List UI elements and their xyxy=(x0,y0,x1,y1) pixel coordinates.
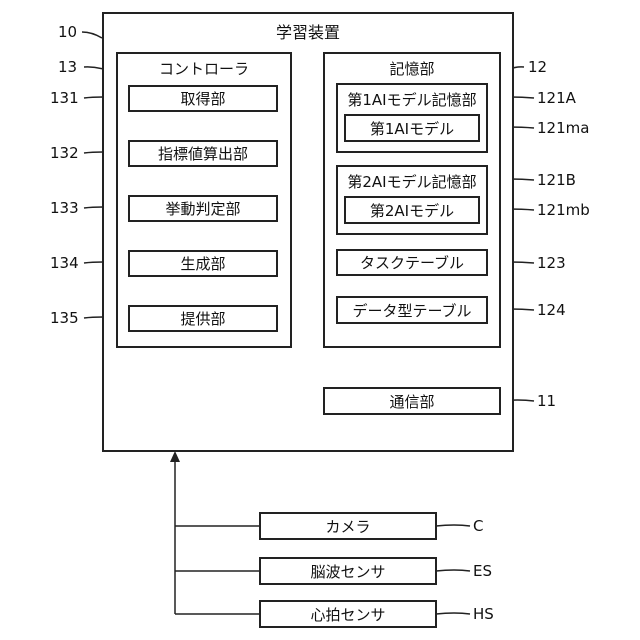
ref-unit-5: 135 xyxy=(50,309,79,327)
ai-model-2: 第2AIモデル xyxy=(344,196,480,224)
ref-heart: HS xyxy=(473,605,494,623)
eeg-sensor-box: 脳波センサ xyxy=(259,557,437,585)
ref-model-storage-1: 121A xyxy=(537,89,576,107)
storage-title: 記憶部 xyxy=(323,58,501,79)
ref-controller: 13 xyxy=(58,58,77,76)
ref-model-1: 121ma xyxy=(537,119,589,137)
ref-unit-3: 133 xyxy=(50,199,79,217)
data-type-table: データ型テーブル xyxy=(336,296,488,324)
provision-unit: 提供部 xyxy=(128,305,278,332)
ai-model-1: 第1AIモデル xyxy=(344,114,480,142)
leader-10 xyxy=(82,32,102,38)
ref-unit-4: 134 xyxy=(50,254,79,272)
learning-device-title: 学習装置 xyxy=(102,19,514,43)
model-storage-1-title: 第1AIモデル記憶部 xyxy=(336,89,488,110)
ref-device: 10 xyxy=(58,23,77,41)
ref-storage: 12 xyxy=(528,58,547,76)
model-storage-2-title: 第2AIモデル記憶部 xyxy=(336,171,488,192)
ref-data-table: 124 xyxy=(537,301,566,319)
ref-task-table: 123 xyxy=(537,254,566,272)
communication-unit: 通信部 xyxy=(323,387,501,415)
ref-unit-2: 132 xyxy=(50,144,79,162)
ref-eeg: ES xyxy=(473,562,492,580)
leader-ES xyxy=(436,570,470,571)
ref-comm: 11 xyxy=(537,392,556,410)
behavior-determination-unit: 挙動判定部 xyxy=(128,195,278,222)
acquisition-unit: 取得部 xyxy=(128,85,278,112)
ref-camera: C xyxy=(473,517,483,535)
ref-model-storage-2: 121B xyxy=(537,171,576,189)
task-table: タスクテーブル xyxy=(336,249,488,276)
leader-HS xyxy=(436,613,470,614)
ref-unit-1: 131 xyxy=(50,89,79,107)
arrow-head xyxy=(170,451,180,462)
camera-box: カメラ xyxy=(259,512,437,540)
index-calculation-unit: 指標値算出部 xyxy=(128,140,278,167)
leader-C xyxy=(436,525,470,526)
ref-model-2: 121mb xyxy=(537,201,590,219)
heart-rate-sensor-box: 心拍センサ xyxy=(259,600,437,628)
controller-title: コントローラ xyxy=(116,58,292,79)
generation-unit: 生成部 xyxy=(128,250,278,277)
